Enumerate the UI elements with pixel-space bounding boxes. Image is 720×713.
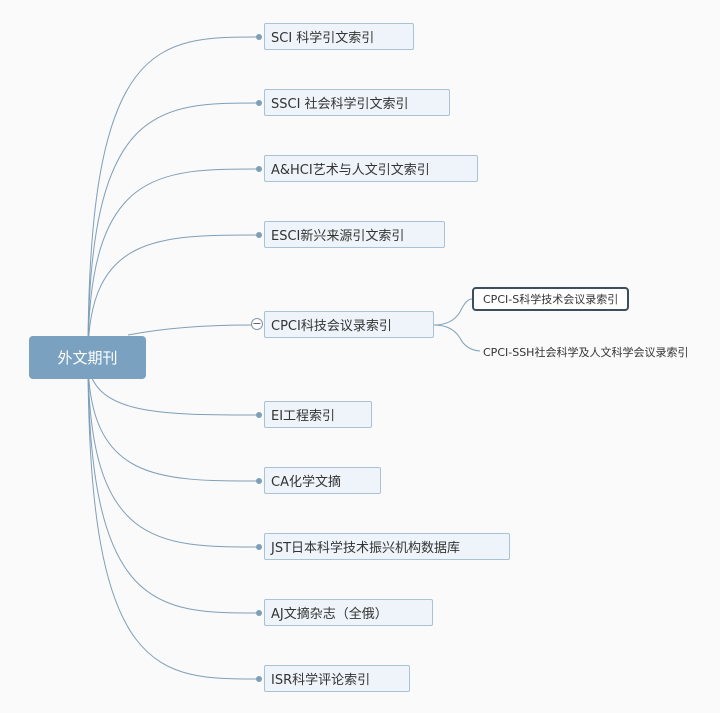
branch-ahci[interactable]: A&HCI艺术与人文引文索引 <box>264 155 478 182</box>
link-curve <box>127 324 252 336</box>
branch-ca[interactable]: CA化学文摘 <box>264 467 381 494</box>
link-dot <box>256 100 262 106</box>
sub-link-curve <box>433 324 481 352</box>
sub-node-cpci-s[interactable]: CPCI-S科学技术会议录索引 <box>472 287 630 311</box>
branch-ssci[interactable]: SSCI 社会科学引文索引 <box>264 89 450 116</box>
branch-jst[interactable]: JST日本科学技术振兴机构数据库 <box>264 533 510 560</box>
branch-esci[interactable]: ESCI新兴来源引文索引 <box>264 221 445 248</box>
link-dot <box>256 610 262 616</box>
sub-link-curve <box>433 298 473 326</box>
link-dot <box>256 232 262 238</box>
root-node[interactable]: 外文期刊 <box>29 336 146 379</box>
collapse-toggle-icon[interactable]: − <box>251 317 263 330</box>
link-curve <box>87 356 260 548</box>
link-curve <box>87 102 260 358</box>
branch-aj[interactable]: AJ文摘杂志（全俄） <box>264 599 433 626</box>
link-curve <box>87 234 260 358</box>
link-dot <box>256 544 262 550</box>
sub-node-cpci-ssh[interactable]: CPCI-SSH社会科学及人文科学会议录索引 <box>483 346 689 359</box>
link-dot <box>256 34 262 40</box>
branch-isr[interactable]: ISR科学评论索引 <box>264 665 410 692</box>
link-dot <box>256 676 262 682</box>
branch-sci[interactable]: SCI 科学引文索引 <box>264 23 414 50</box>
link-dot <box>256 412 262 418</box>
link-dot <box>256 166 262 172</box>
branch-cpci[interactable]: CPCI科技会议录索引 <box>264 311 434 338</box>
link-curve <box>87 356 260 614</box>
link-curve <box>87 168 260 358</box>
link-curve <box>87 356 260 482</box>
branch-ei[interactable]: EI工程索引 <box>264 401 372 428</box>
link-dot <box>256 478 262 484</box>
link-curve <box>87 36 260 358</box>
link-curve <box>87 356 260 680</box>
